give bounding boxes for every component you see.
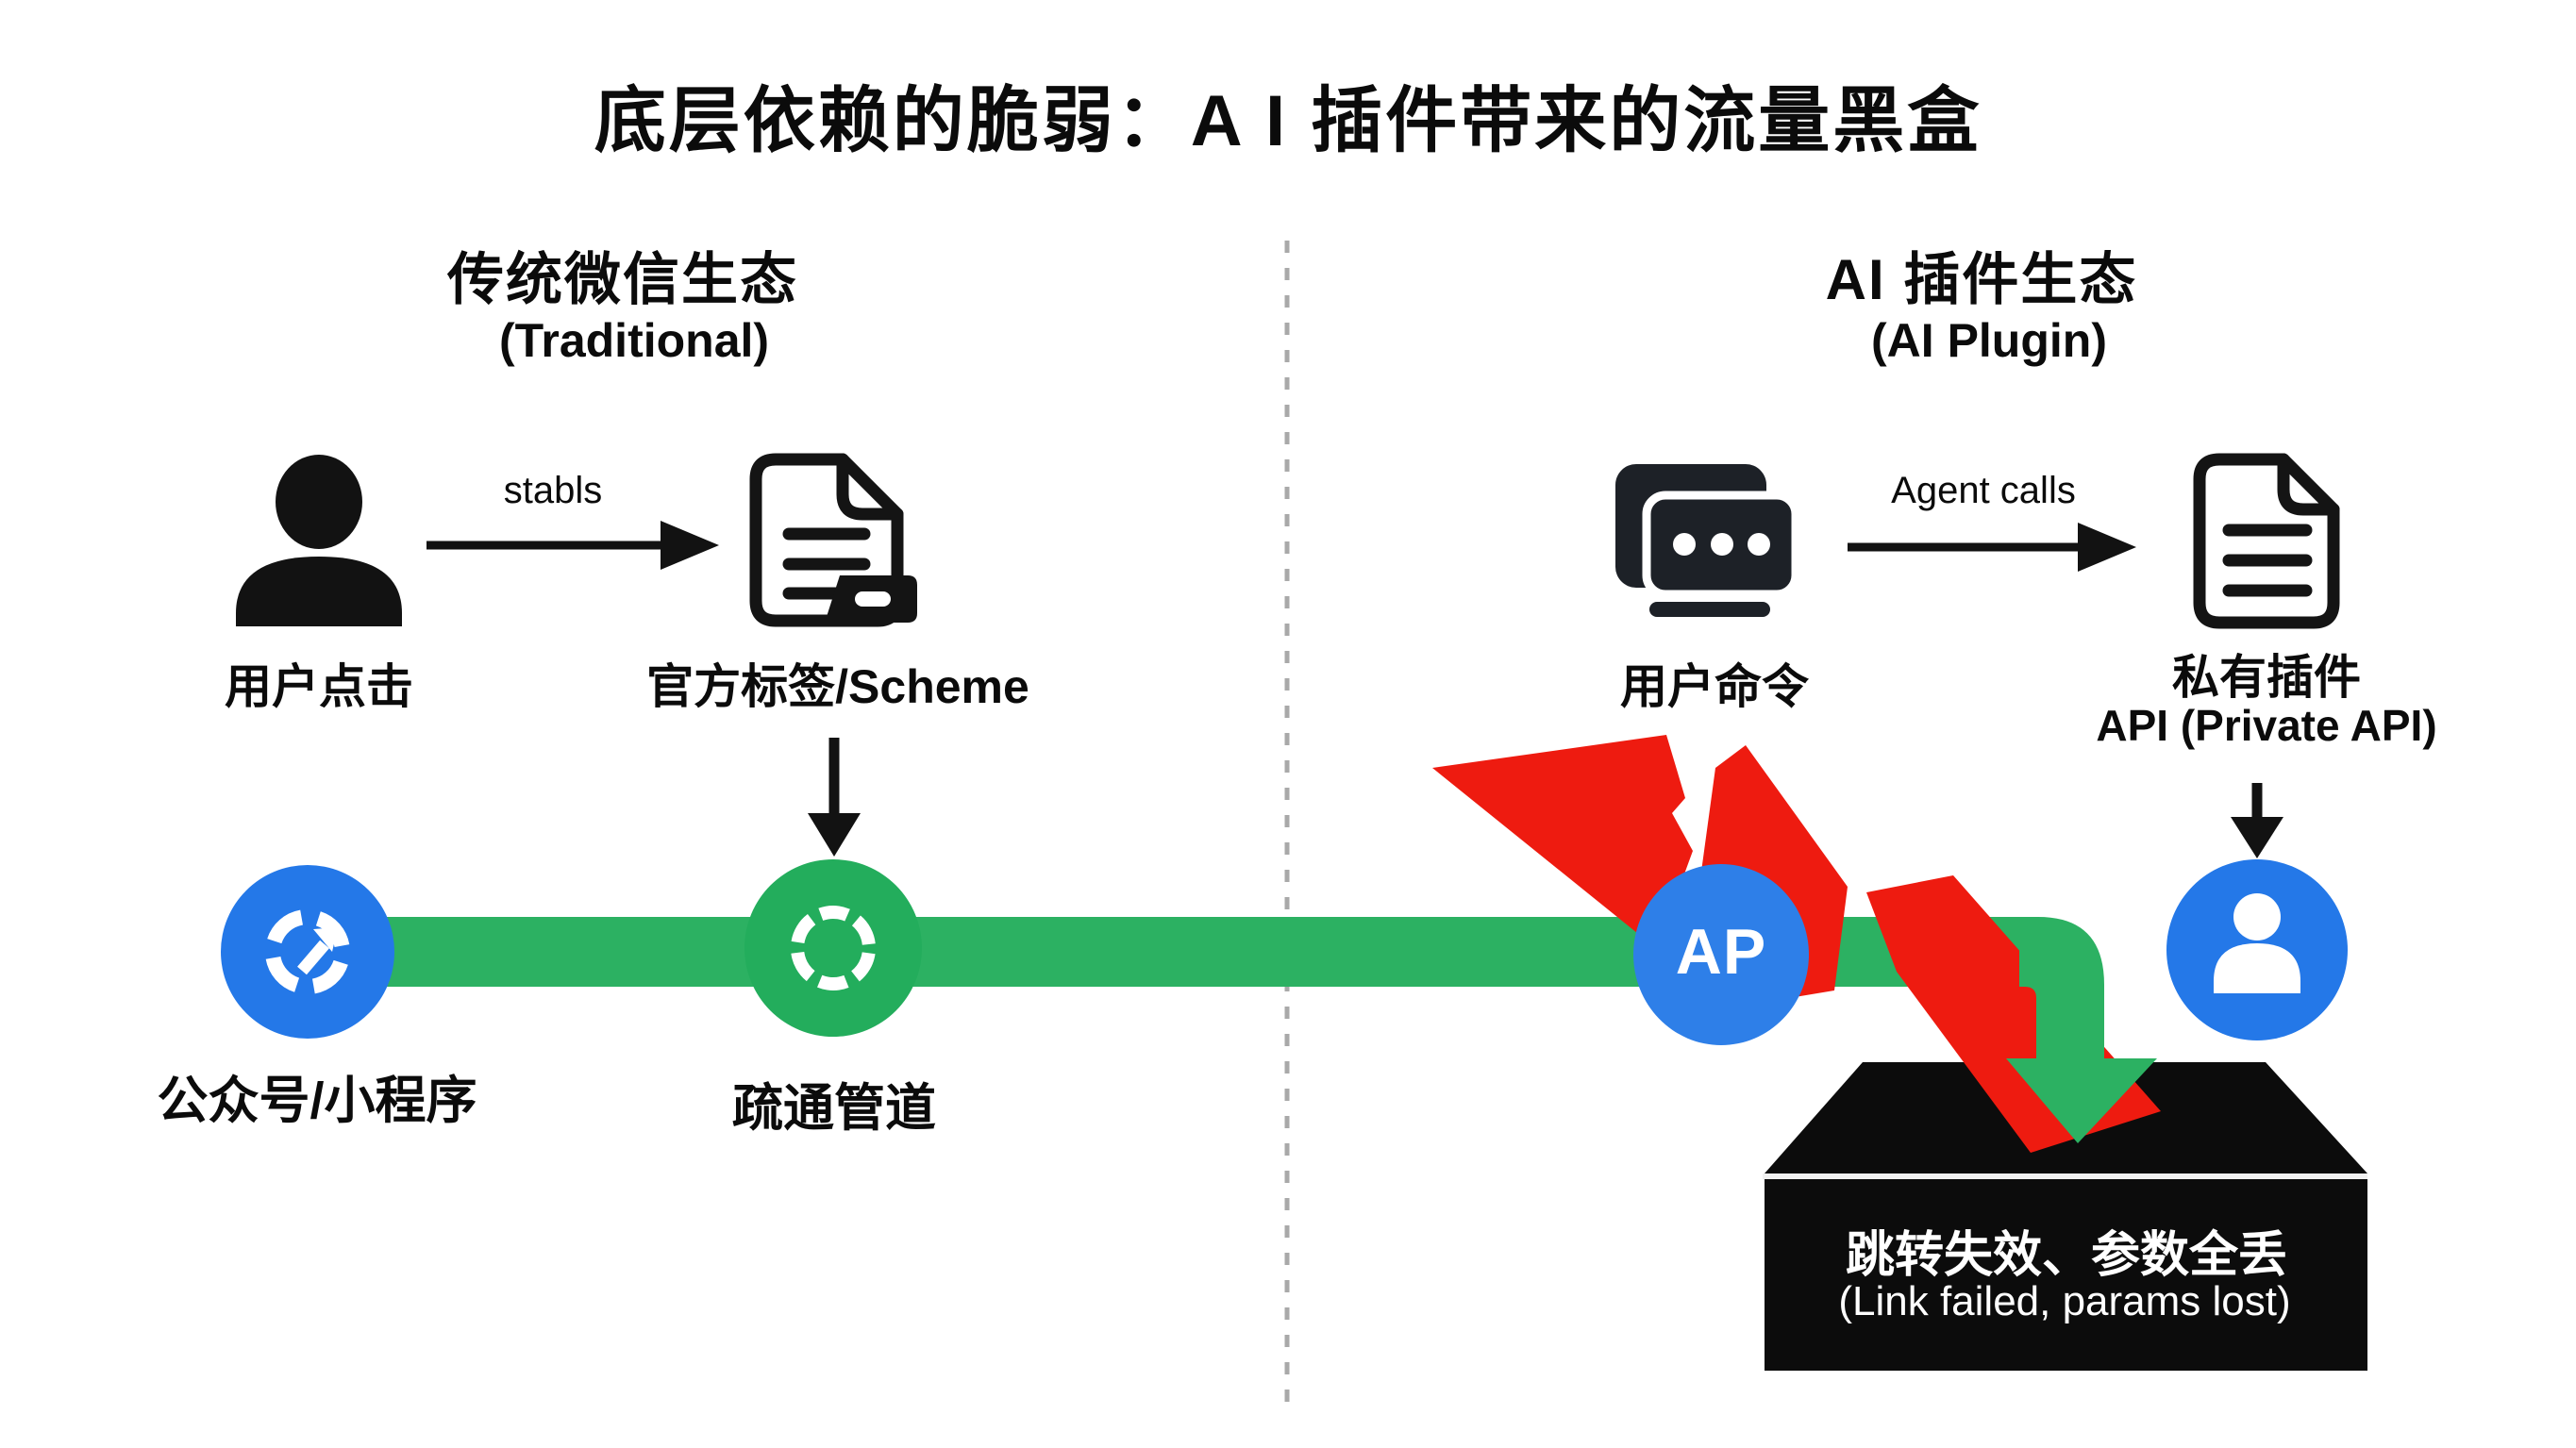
pipe-elbow-arrow [2006, 917, 2157, 1143]
failure-box-label-line1: 跳转失效、参数全丢 [1845, 1228, 2288, 1283]
document-tag-icon [749, 453, 917, 627]
user-avatar-icon [2214, 893, 2300, 993]
right-section-subheading: (AI Plugin) [1871, 314, 2107, 367]
user-icon [236, 455, 402, 626]
pipe-label: 疏通管道 [732, 1080, 936, 1137]
user-command-label: 用户命令 [1620, 660, 1809, 713]
agent-calls-arrow [1848, 523, 2136, 572]
page-title: 底层依赖的脆弱：A I 插件带来的流量黑盒 [594, 81, 1982, 161]
black-box-face [1765, 1179, 2367, 1371]
agent-calls-arrow-label: Agent calls [1891, 470, 2076, 511]
down-arrow-right [2231, 783, 2283, 858]
private-plugin-label-line1: 私有插件 [2172, 651, 2361, 704]
stabls-arrow-label: stabls [503, 470, 603, 511]
chat-icon [1615, 464, 1800, 617]
official-account-label: 公众号/小程序 [157, 1073, 477, 1129]
pipe-node-circle [744, 859, 922, 1037]
user-click-label: 用户点击 [225, 660, 413, 713]
ap-node-circle [1633, 864, 1809, 1045]
ap-node-label: AP [1675, 915, 1767, 988]
left-section-subheading: (Traditional) [498, 314, 770, 367]
document-icon [2193, 453, 2340, 629]
traffic-pipe [264, 917, 2038, 987]
miniprogram-icon [265, 909, 350, 994]
broken-arrow-piece-1 [1432, 735, 1693, 949]
channel-node-circle [221, 865, 394, 1039]
down-arrow-left [808, 738, 861, 857]
failure-box-label-line2: (Link failed, params lost) [1838, 1278, 2291, 1324]
right-section-heading: AI 插件生态 [1825, 248, 2138, 311]
black-box-seam [1763, 1173, 2367, 1179]
stabls-arrow [427, 521, 719, 570]
left-section-heading: 传统微信生态 [447, 248, 798, 311]
private-plugin-label-line2: API (Private API) [2096, 701, 2437, 750]
official-scheme-label: 官方标签/Scheme [646, 660, 1029, 713]
